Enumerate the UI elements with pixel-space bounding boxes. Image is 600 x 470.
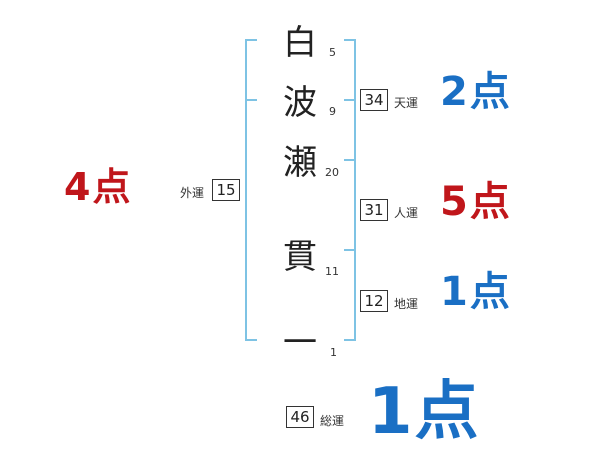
name-char-4: 貫 (283, 237, 317, 277)
chikaku-score: 1点 (440, 269, 512, 315)
soukaku-score: 1点 (368, 375, 481, 449)
chikaku-value-box: 12 (360, 290, 388, 312)
chikaku-bracket (344, 249, 356, 341)
tenkaku-label: 天運 (394, 96, 419, 110)
name-char-3: 瀬 (283, 143, 317, 183)
soukaku-label: 総運 (320, 414, 345, 428)
stroke-count-2: 9 (329, 105, 336, 118)
jinkaku-bracket (344, 99, 356, 251)
gaikaku-score: 4点 (64, 165, 133, 209)
stroke-count-5: 1 (330, 346, 337, 359)
chikaku-label: 地運 (394, 297, 419, 311)
jinkaku-label: 人運 (394, 206, 419, 220)
gaikaku-value-box: 15 (212, 179, 240, 201)
tenkaku-value-box: 34 (360, 89, 388, 111)
name-char-5: 一 (283, 323, 317, 363)
name-char-1: 白 (283, 23, 317, 63)
name-char-2: 波 (283, 83, 317, 123)
jinkaku-score: 5点 (440, 179, 512, 225)
gaikaku-bracket (245, 39, 257, 341)
gaikaku-label: 外運 (180, 186, 205, 200)
tenkaku-score: 2点 (440, 69, 512, 115)
stroke-count-3: 20 (325, 166, 339, 179)
stroke-count-1: 5 (329, 46, 336, 59)
soukaku-value-box: 46 (286, 406, 314, 428)
jinkaku-value-box: 31 (360, 199, 388, 221)
stroke-count-4: 11 (325, 265, 339, 278)
